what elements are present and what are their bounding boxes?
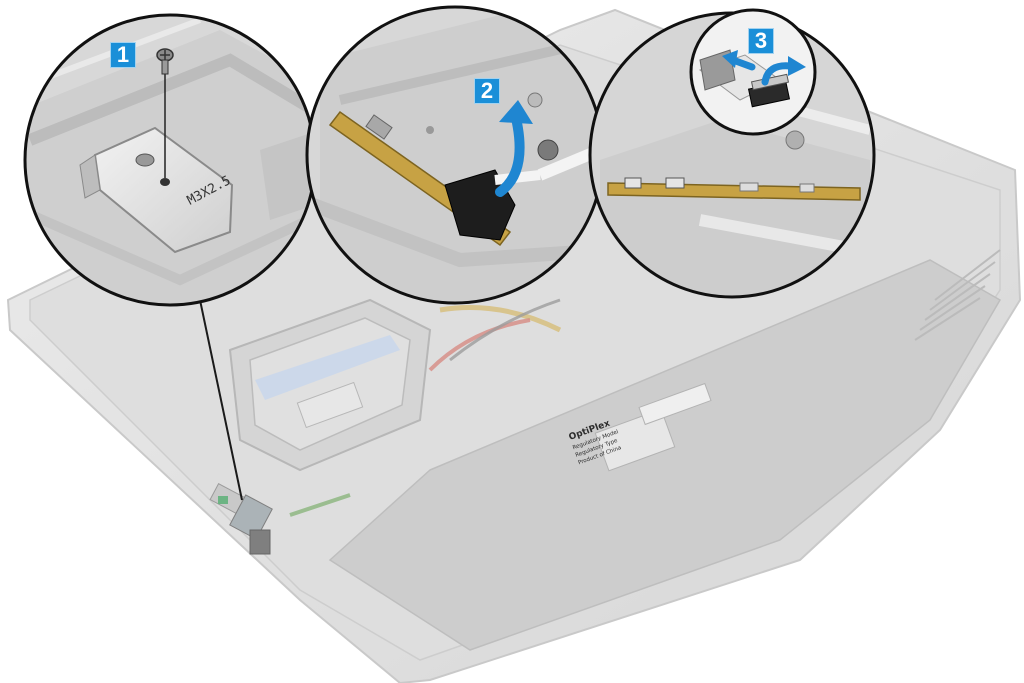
- curved-arrow-icon: [495, 100, 533, 197]
- vent-slots: [914, 249, 1001, 341]
- connector-latch-icon: [747, 73, 791, 108]
- flip-arrow-icon: [761, 56, 806, 86]
- io-board-assembly: [209, 482, 351, 555]
- step-3-badge: 3: [748, 28, 774, 54]
- screw-icon: [156, 48, 174, 178]
- tape: [444, 169, 516, 241]
- callout-2: [305, 5, 605, 305]
- step-1-badge: 1: [110, 42, 136, 68]
- push-arrow-icon: [722, 50, 756, 71]
- step-2-badge: 2: [474, 78, 500, 104]
- callout-1: M3X2.5: [23, 13, 317, 307]
- callout-3-detail: [689, 8, 817, 136]
